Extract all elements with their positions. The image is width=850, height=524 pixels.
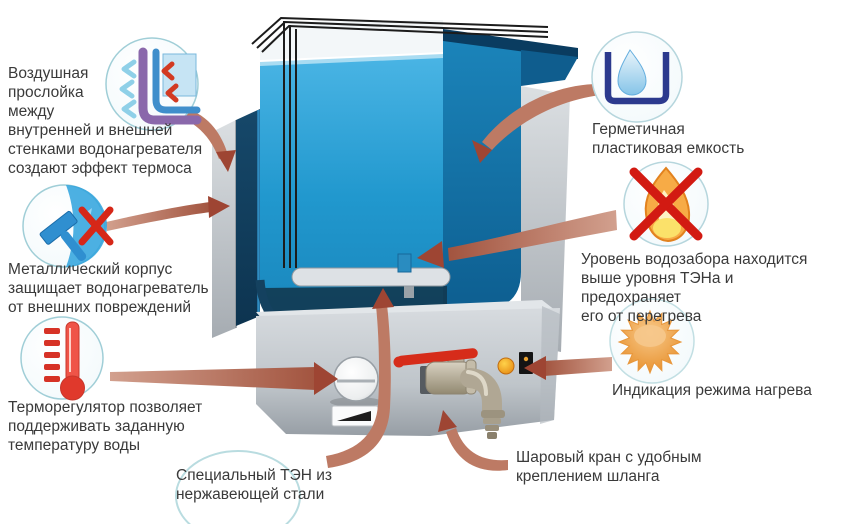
no-flame-icon [623, 161, 709, 247]
heating-plate-leg [404, 282, 414, 298]
faucet-red-handle [396, 348, 478, 366]
water-intake-stub [397, 253, 412, 273]
water-tank-right [443, 38, 521, 312]
air-gap-icon [105, 37, 202, 131]
arrow-heating-element [326, 288, 394, 468]
label-air-gap: Воздушная прослойка между внутренней и в… [8, 65, 203, 178]
hammer-no-damage-icon [22, 184, 114, 268]
arrow-plastic-tank [472, 84, 601, 163]
heating-indicator-light [497, 357, 515, 375]
label-water-intake: Уровень водозабора находится выше уровня… [581, 251, 808, 326]
tank-top-rim [443, 29, 578, 59]
label-plastic-tank: Герметичная пластиковая емкость [592, 121, 745, 158]
inner-wall-strip [236, 109, 260, 326]
sun-icon [609, 298, 695, 384]
arrow-ball-valve [438, 410, 508, 471]
label-metal-body: Металлический корпус защищает водонагрев… [8, 261, 209, 317]
water-tank-front [260, 58, 443, 336]
arrow-metal-body [106, 196, 230, 231]
water-drop-in-container-icon [591, 31, 683, 123]
heating-element-callout-circle [175, 450, 301, 524]
label-ball-valve: Шаровый кран с удобным креплением шланга [516, 449, 702, 486]
outer-housing-right [521, 86, 570, 352]
label-thermostat: Терморегулятор позволяет поддерживать за… [8, 399, 203, 455]
heating-element-plate [291, 267, 451, 287]
thermometer-icon [20, 316, 104, 401]
label-heating-element: Специальный ТЭН из нержавеющей стали [176, 467, 333, 504]
arrow-water-intake [417, 210, 617, 268]
arrow-heating-indicator [524, 356, 612, 380]
tank-wireframe [251, 16, 549, 268]
outer-housing-left [212, 120, 236, 338]
callout-arrows [106, 84, 617, 471]
arrow-thermostat [110, 362, 338, 395]
label-heating-indicator: Индикация режима нагрева [612, 382, 812, 399]
ball-valve-faucet [393, 348, 505, 439]
thermostat-knob [333, 356, 379, 402]
